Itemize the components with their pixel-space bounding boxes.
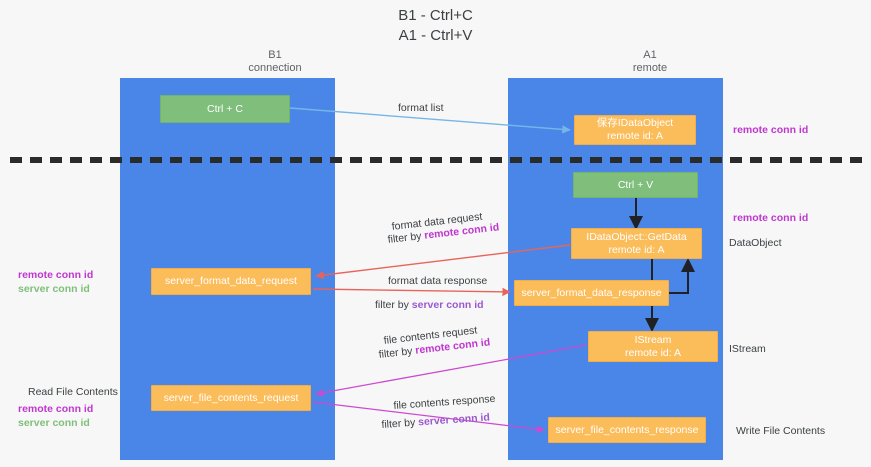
filter-prefix: filter by: [387, 229, 426, 246]
node-ctrl-c[interactable]: Ctrl + C: [160, 95, 290, 123]
node-server-file-contents-response[interactable]: server_file_contents_response: [548, 417, 706, 443]
edge-label-format-data-response: format data response: [388, 275, 488, 287]
filter-prefix: filter by: [375, 299, 412, 311]
edge-label-format-list: format list: [398, 102, 444, 114]
annotation-right-remote-conn-id-top: remote conn id: [733, 124, 809, 136]
annotation-server-conn-id: server conn id: [18, 417, 90, 429]
node-saved-idataobject[interactable]: 保存IDataObject remote id: A: [574, 115, 696, 145]
annotation-remote-conn-id: remote conn id: [18, 403, 94, 415]
annotation-server-conn-id: server conn id: [18, 283, 90, 295]
annotation-right-remote-conn-id-mid: remote conn id: [733, 212, 809, 224]
annotation-read-file-contents: Read File Contents: [28, 386, 118, 398]
filter-prefix: filter by: [381, 416, 419, 431]
annotation-dataobject: DataObject: [729, 237, 782, 249]
annotation-left-middle: remote conn id server conn id: [18, 268, 93, 296]
node-server-file-contents-request[interactable]: server_file_contents_request: [151, 385, 311, 411]
page-title: B1 - Ctrl+C A1 - Ctrl+V: [398, 7, 473, 44]
filter-key-server-conn-id: server conn id: [411, 299, 484, 311]
annotation-istream: IStream: [729, 343, 766, 355]
node-server-format-data-response[interactable]: server_format_data_response: [514, 280, 669, 306]
node-ctrl-v[interactable]: Ctrl + V: [573, 172, 698, 198]
arrow-format-data-response: [312, 287, 511, 297]
filter-prefix: filter by: [378, 344, 417, 361]
annotation-remote-conn-id: remote conn id: [18, 269, 94, 281]
edge-label-file-contents-response-filter: filter by server conn id: [381, 410, 490, 432]
edge-label-format-data-response-filter: filter by server conn id: [375, 298, 484, 312]
edge-label-file-contents-response: file contents response: [393, 392, 496, 412]
node-istream[interactable]: IStream remote id: A: [588, 331, 718, 362]
node-server-format-data-request[interactable]: server_format_data_request: [151, 268, 311, 295]
column-header-b1: B1 connection: [248, 49, 302, 74]
filter-key-server-conn-id: server conn id: [417, 411, 491, 429]
section-divider: [10, 157, 865, 163]
node-idataobject-getdata[interactable]: IDataObject::GetData remote id: A: [571, 228, 702, 259]
annotation-write-file-contents: Write File Contents: [736, 425, 826, 437]
column-header-a1: A1 remote: [632, 49, 668, 74]
annotation-left-lower: remote conn id server conn id: [18, 402, 93, 430]
